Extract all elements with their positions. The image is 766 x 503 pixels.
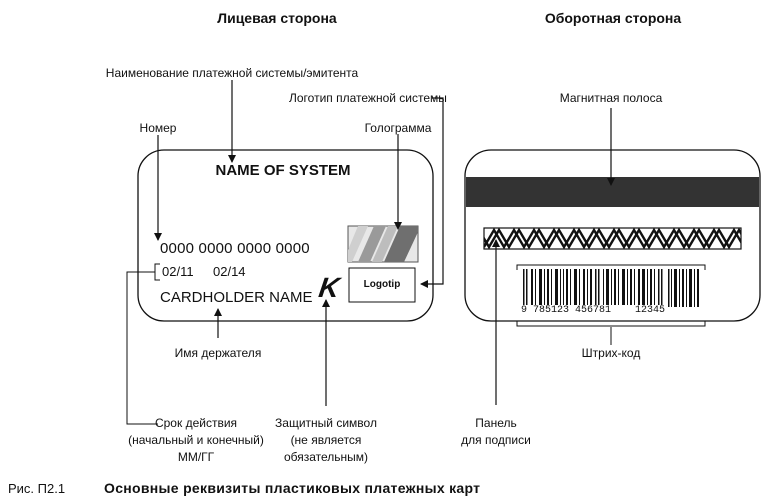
label-logo: Логотип платежной системы	[289, 91, 447, 105]
card-number: 0000 0000 0000 0000	[160, 240, 310, 257]
label-barcode: Штрих-код	[581, 346, 641, 360]
card-holder-name: CARDHOLDER NAME	[160, 289, 313, 306]
label-holder-name: Имя держателя	[174, 346, 262, 360]
logo-box	[348, 267, 416, 303]
security-symbol-icon: K	[316, 272, 342, 303]
barcode-bracket	[516, 264, 706, 270]
label-magnetic-stripe: Магнитная полоса	[559, 91, 663, 105]
signature-panel	[483, 227, 742, 250]
label-security-line2: (не является	[290, 433, 362, 447]
front-side-heading: Лицевая сторона	[217, 10, 337, 26]
barcode-bars	[523, 269, 699, 313]
figure-caption: Основные реквизиты пластиковых платежных…	[104, 480, 481, 496]
label-number: Номер	[139, 121, 177, 135]
label-security-line1: Защитный символ	[275, 416, 377, 430]
card-system-name: NAME OF SYSTEM	[215, 162, 351, 179]
hologram	[347, 225, 419, 263]
back-side-heading: Оборотная сторона	[544, 10, 682, 26]
card-valid-from: 02/11	[162, 264, 194, 279]
label-signature-line1: Панель	[475, 416, 517, 430]
magnetic-stripe	[466, 177, 759, 207]
card-valid-to: 02/14	[213, 264, 246, 279]
label-signature-line2: для подписи	[461, 433, 531, 447]
label-validity-line3: ММ/ГГ	[177, 450, 215, 464]
label-security-line3: обязательным)	[283, 450, 369, 464]
label-hologram: Голограмма	[364, 121, 432, 135]
arrow-logo	[420, 97, 444, 288]
figure-number: Рис. П2.1	[8, 481, 66, 496]
logo-text: Logotip	[363, 279, 401, 290]
label-validity-line1: Срок действия	[154, 416, 238, 430]
label-validity-line2: (начальный и конечный)	[128, 433, 264, 447]
barcode-digits: 9 785123 456781 12345	[520, 305, 667, 316]
label-system-name: Наименование платежной системы/эмитента	[105, 66, 359, 80]
